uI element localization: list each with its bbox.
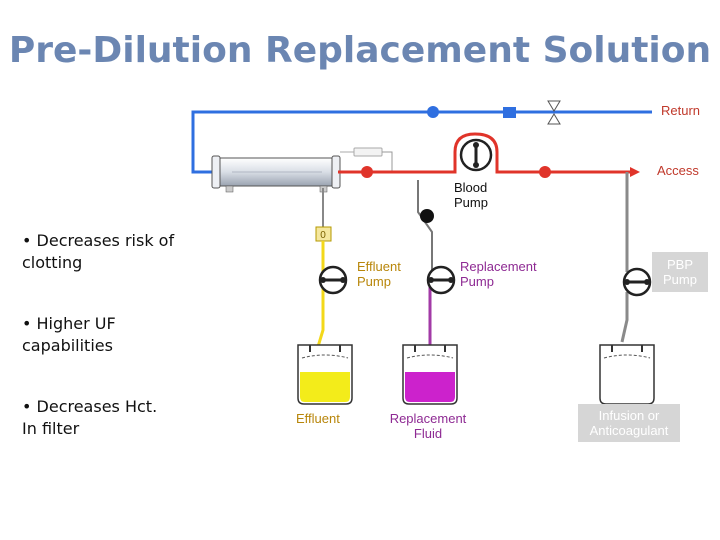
infusion-bag-icon: [599, 344, 655, 405]
pbp-pump-label-line: Pump: [663, 272, 697, 287]
return-line-clamp: [427, 106, 439, 118]
hemofilter-icon: [211, 155, 341, 193]
replacement-pump-icon: [426, 265, 456, 295]
infusion-label-box: [578, 404, 680, 442]
access-line-clamp: [361, 166, 373, 178]
bullet-line: • Higher UF: [22, 314, 116, 333]
access-arrow-icon: [630, 167, 640, 177]
blood-pump-label-line: Pump: [454, 195, 488, 210]
bullet-line: In filter: [22, 419, 80, 438]
pbp-line: [620, 292, 629, 343]
return-label: Return: [661, 103, 701, 118]
replacement-pump-label-line: Replacement: [460, 259, 537, 274]
effluent-pump-icon: [318, 265, 348, 295]
bullet-decreases-clotting: • Decreases risk of clotting: [22, 230, 174, 274]
bullet-line: • Decreases Hct.: [22, 397, 158, 416]
bullet-line: clotting: [22, 253, 83, 272]
bullet-decreases-hct: • Decreases Hct. In filter: [22, 396, 157, 440]
pbp-pump-label-line: PBP: [666, 257, 693, 272]
access-label: Access: [657, 163, 699, 178]
replacement-fluid-bag-icon: [402, 344, 458, 405]
bullet-line: • Decreases risk of: [22, 231, 175, 250]
replacement-pump-label: Replacement Pump: [460, 259, 537, 289]
blood-pump-label-line: Blood: [454, 180, 488, 195]
blood-leak-detector-mark: 0: [320, 230, 326, 241]
effluent-line: [315, 241, 325, 351]
syringe-icon: [340, 147, 393, 172]
bullet-line: capabilities: [22, 336, 113, 355]
access-line: [338, 132, 630, 174]
pbp-pump-label: PBP Pump: [652, 257, 708, 287]
return-line: [191, 110, 652, 174]
infusion-label: Infusion or Anticoagulant: [578, 408, 680, 438]
pbp-pump-icon: [622, 267, 652, 297]
bullet-higher-uf: • Higher UF capabilities: [22, 313, 116, 357]
access-line-clamp: [539, 166, 551, 178]
infusion-label-line: Infusion or: [598, 408, 660, 423]
replacement-fluid-label: Replacement Fluid: [380, 411, 476, 441]
pbp-label-box: [652, 252, 708, 292]
page-title: Pre-Dilution Replacement Solution: [8, 30, 712, 71]
effluent-pump-label: Effluent Pump: [357, 259, 401, 289]
predilution-clamp: [420, 209, 434, 223]
blood-pump-label: Blood Pump: [454, 180, 488, 210]
blood-pump-icon: [459, 138, 493, 172]
return-clamp-icon: [547, 100, 561, 125]
effluent-bag-label: Effluent: [296, 411, 340, 426]
predilution-line: [417, 180, 433, 272]
effluent-bag-icon: [297, 344, 353, 405]
replacement-pump-label-line: Pump: [460, 274, 494, 289]
replacement-fluid-label-line: Replacement: [389, 411, 467, 426]
replacement-fluid-label-line: Fluid: [413, 426, 443, 441]
air-detector: [503, 107, 516, 118]
effluent-pump-label-line: Pump: [357, 274, 391, 289]
infusion-label-line: Anticoagulant: [589, 423, 669, 438]
effluent-pump-label-line: Effluent: [357, 259, 401, 274]
